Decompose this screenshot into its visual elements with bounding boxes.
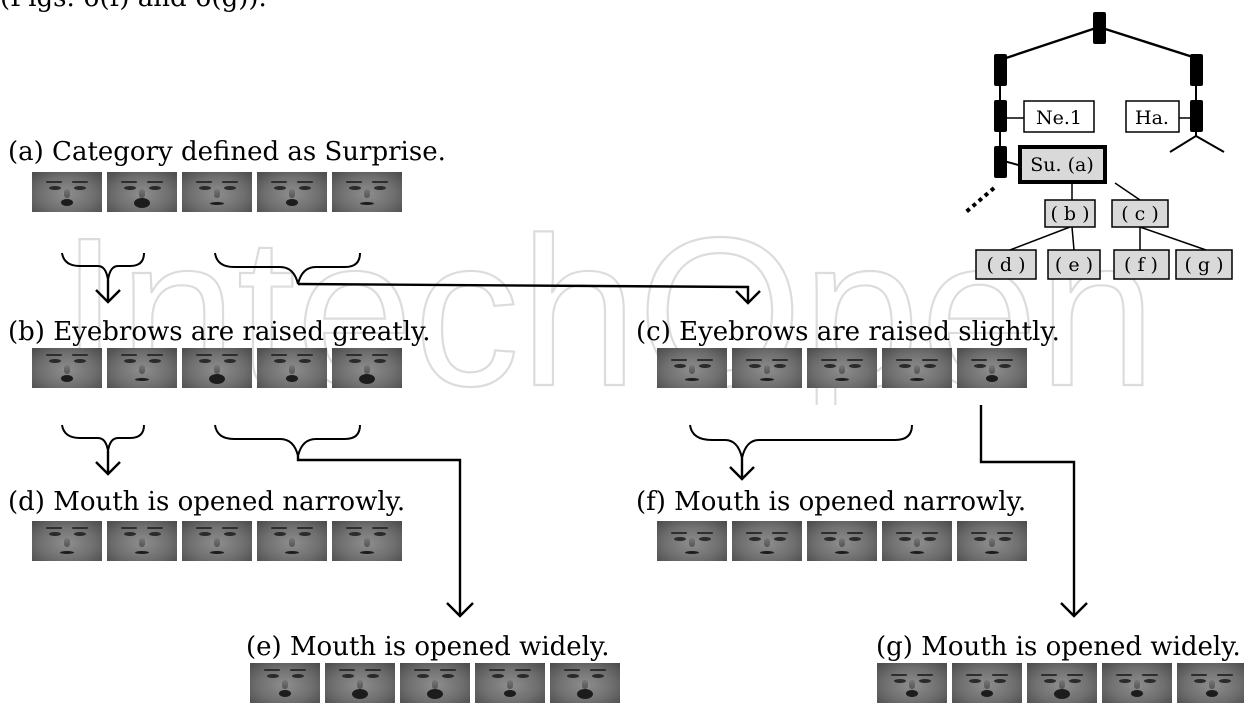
face-strip-d bbox=[32, 521, 402, 561]
caption-f: (f) Mouth is opened narrowly. bbox=[636, 487, 1027, 517]
face-image bbox=[257, 172, 327, 212]
face-strip-g bbox=[877, 663, 1244, 703]
face-image bbox=[257, 348, 327, 388]
brace-a-to-b bbox=[61, 252, 145, 281]
tree-node-ha-box bbox=[1125, 100, 1180, 133]
face-image bbox=[807, 348, 877, 388]
face-strip-a bbox=[32, 172, 402, 212]
face-image bbox=[400, 663, 470, 703]
tree-node-f: ( f ) bbox=[1124, 254, 1158, 276]
face-image bbox=[32, 521, 102, 561]
face-image bbox=[32, 172, 102, 212]
face-image bbox=[657, 521, 727, 561]
face-image bbox=[32, 348, 102, 388]
face-image bbox=[325, 663, 395, 703]
face-image bbox=[732, 348, 802, 388]
face-image bbox=[250, 663, 320, 703]
face-image bbox=[1027, 663, 1097, 703]
face-image bbox=[877, 663, 947, 703]
face-image bbox=[657, 348, 727, 388]
face-image bbox=[732, 521, 802, 561]
face-strip-c bbox=[657, 348, 1027, 388]
brace-b-to-d bbox=[61, 424, 145, 452]
face-image bbox=[882, 521, 952, 561]
face-strip-e bbox=[250, 663, 620, 703]
face-image bbox=[182, 348, 252, 388]
caption-d: (d) Mouth is opened narrowly. bbox=[8, 487, 406, 517]
tree-node-c: ( c ) bbox=[1121, 203, 1159, 225]
caption-b: (b) Eyebrows are raised greatly. bbox=[8, 317, 431, 347]
arrow-to-d bbox=[95, 451, 121, 476]
caption-a: (a) Category defined as Surprise. bbox=[8, 137, 446, 167]
tree-node-b-box bbox=[1044, 199, 1096, 228]
face-image bbox=[257, 521, 327, 561]
brace-b-to-e bbox=[214, 424, 361, 457]
face-strip-b bbox=[32, 348, 402, 388]
face-image bbox=[475, 663, 545, 703]
tree-node-su: Su. (a) bbox=[1030, 154, 1094, 176]
face-image bbox=[807, 521, 877, 561]
face-image bbox=[957, 521, 1027, 561]
arrow-to-e bbox=[296, 456, 474, 618]
tree-node-g: ( g ) bbox=[1184, 254, 1223, 276]
face-image bbox=[1177, 663, 1244, 703]
face-image bbox=[332, 348, 402, 388]
tree-nodes: Ne.1 Ha. Su. (a) ( b ) ( c ) ( d ) ( e )… bbox=[975, 100, 1233, 280]
tree-node-c-box bbox=[1111, 199, 1169, 228]
tree-node-ne1: Ne.1 bbox=[1036, 107, 1082, 129]
tree-bars bbox=[994, 12, 1203, 178]
tree-node-ne1-box bbox=[1023, 100, 1095, 133]
arrow-to-g bbox=[979, 405, 1088, 618]
caption-g: (g) Mouth is opened widely. bbox=[876, 632, 1241, 662]
tree-node-b: ( b ) bbox=[1050, 203, 1089, 225]
tree-node-d-box bbox=[975, 249, 1037, 280]
arrow-to-c bbox=[297, 282, 761, 305]
tree-node-d: ( d ) bbox=[986, 254, 1025, 276]
face-image bbox=[107, 172, 177, 212]
face-image bbox=[882, 348, 952, 388]
tree-node-ha: Ha. bbox=[1135, 107, 1169, 129]
tree-node-g-box bbox=[1175, 249, 1233, 280]
face-image bbox=[332, 521, 402, 561]
face-image bbox=[107, 348, 177, 388]
caption-e: (e) Mouth is opened widely. bbox=[246, 632, 610, 662]
face-image bbox=[182, 172, 252, 212]
brace-c-to-f bbox=[689, 424, 913, 459]
tree-node-f-box bbox=[1113, 249, 1170, 280]
face-image bbox=[107, 521, 177, 561]
arrow-to-b bbox=[95, 280, 121, 304]
face-image bbox=[957, 348, 1027, 388]
tree-node-e-box bbox=[1047, 249, 1101, 280]
tree-node-e: ( e ) bbox=[1055, 254, 1093, 276]
face-strip-f bbox=[657, 521, 1027, 561]
face-image bbox=[550, 663, 620, 703]
face-image bbox=[332, 172, 402, 212]
face-image bbox=[952, 663, 1022, 703]
caption-c: (c) Eyebrows are raised slightly. bbox=[636, 317, 1060, 347]
arrow-to-f bbox=[729, 458, 755, 481]
tree-node-su-box bbox=[1018, 145, 1107, 184]
header-fragment: (Figs. 6(f) and 6(g)). bbox=[0, 0, 267, 13]
face-image bbox=[182, 521, 252, 561]
face-image bbox=[1102, 663, 1172, 703]
brace-a-to-c bbox=[214, 252, 361, 285]
